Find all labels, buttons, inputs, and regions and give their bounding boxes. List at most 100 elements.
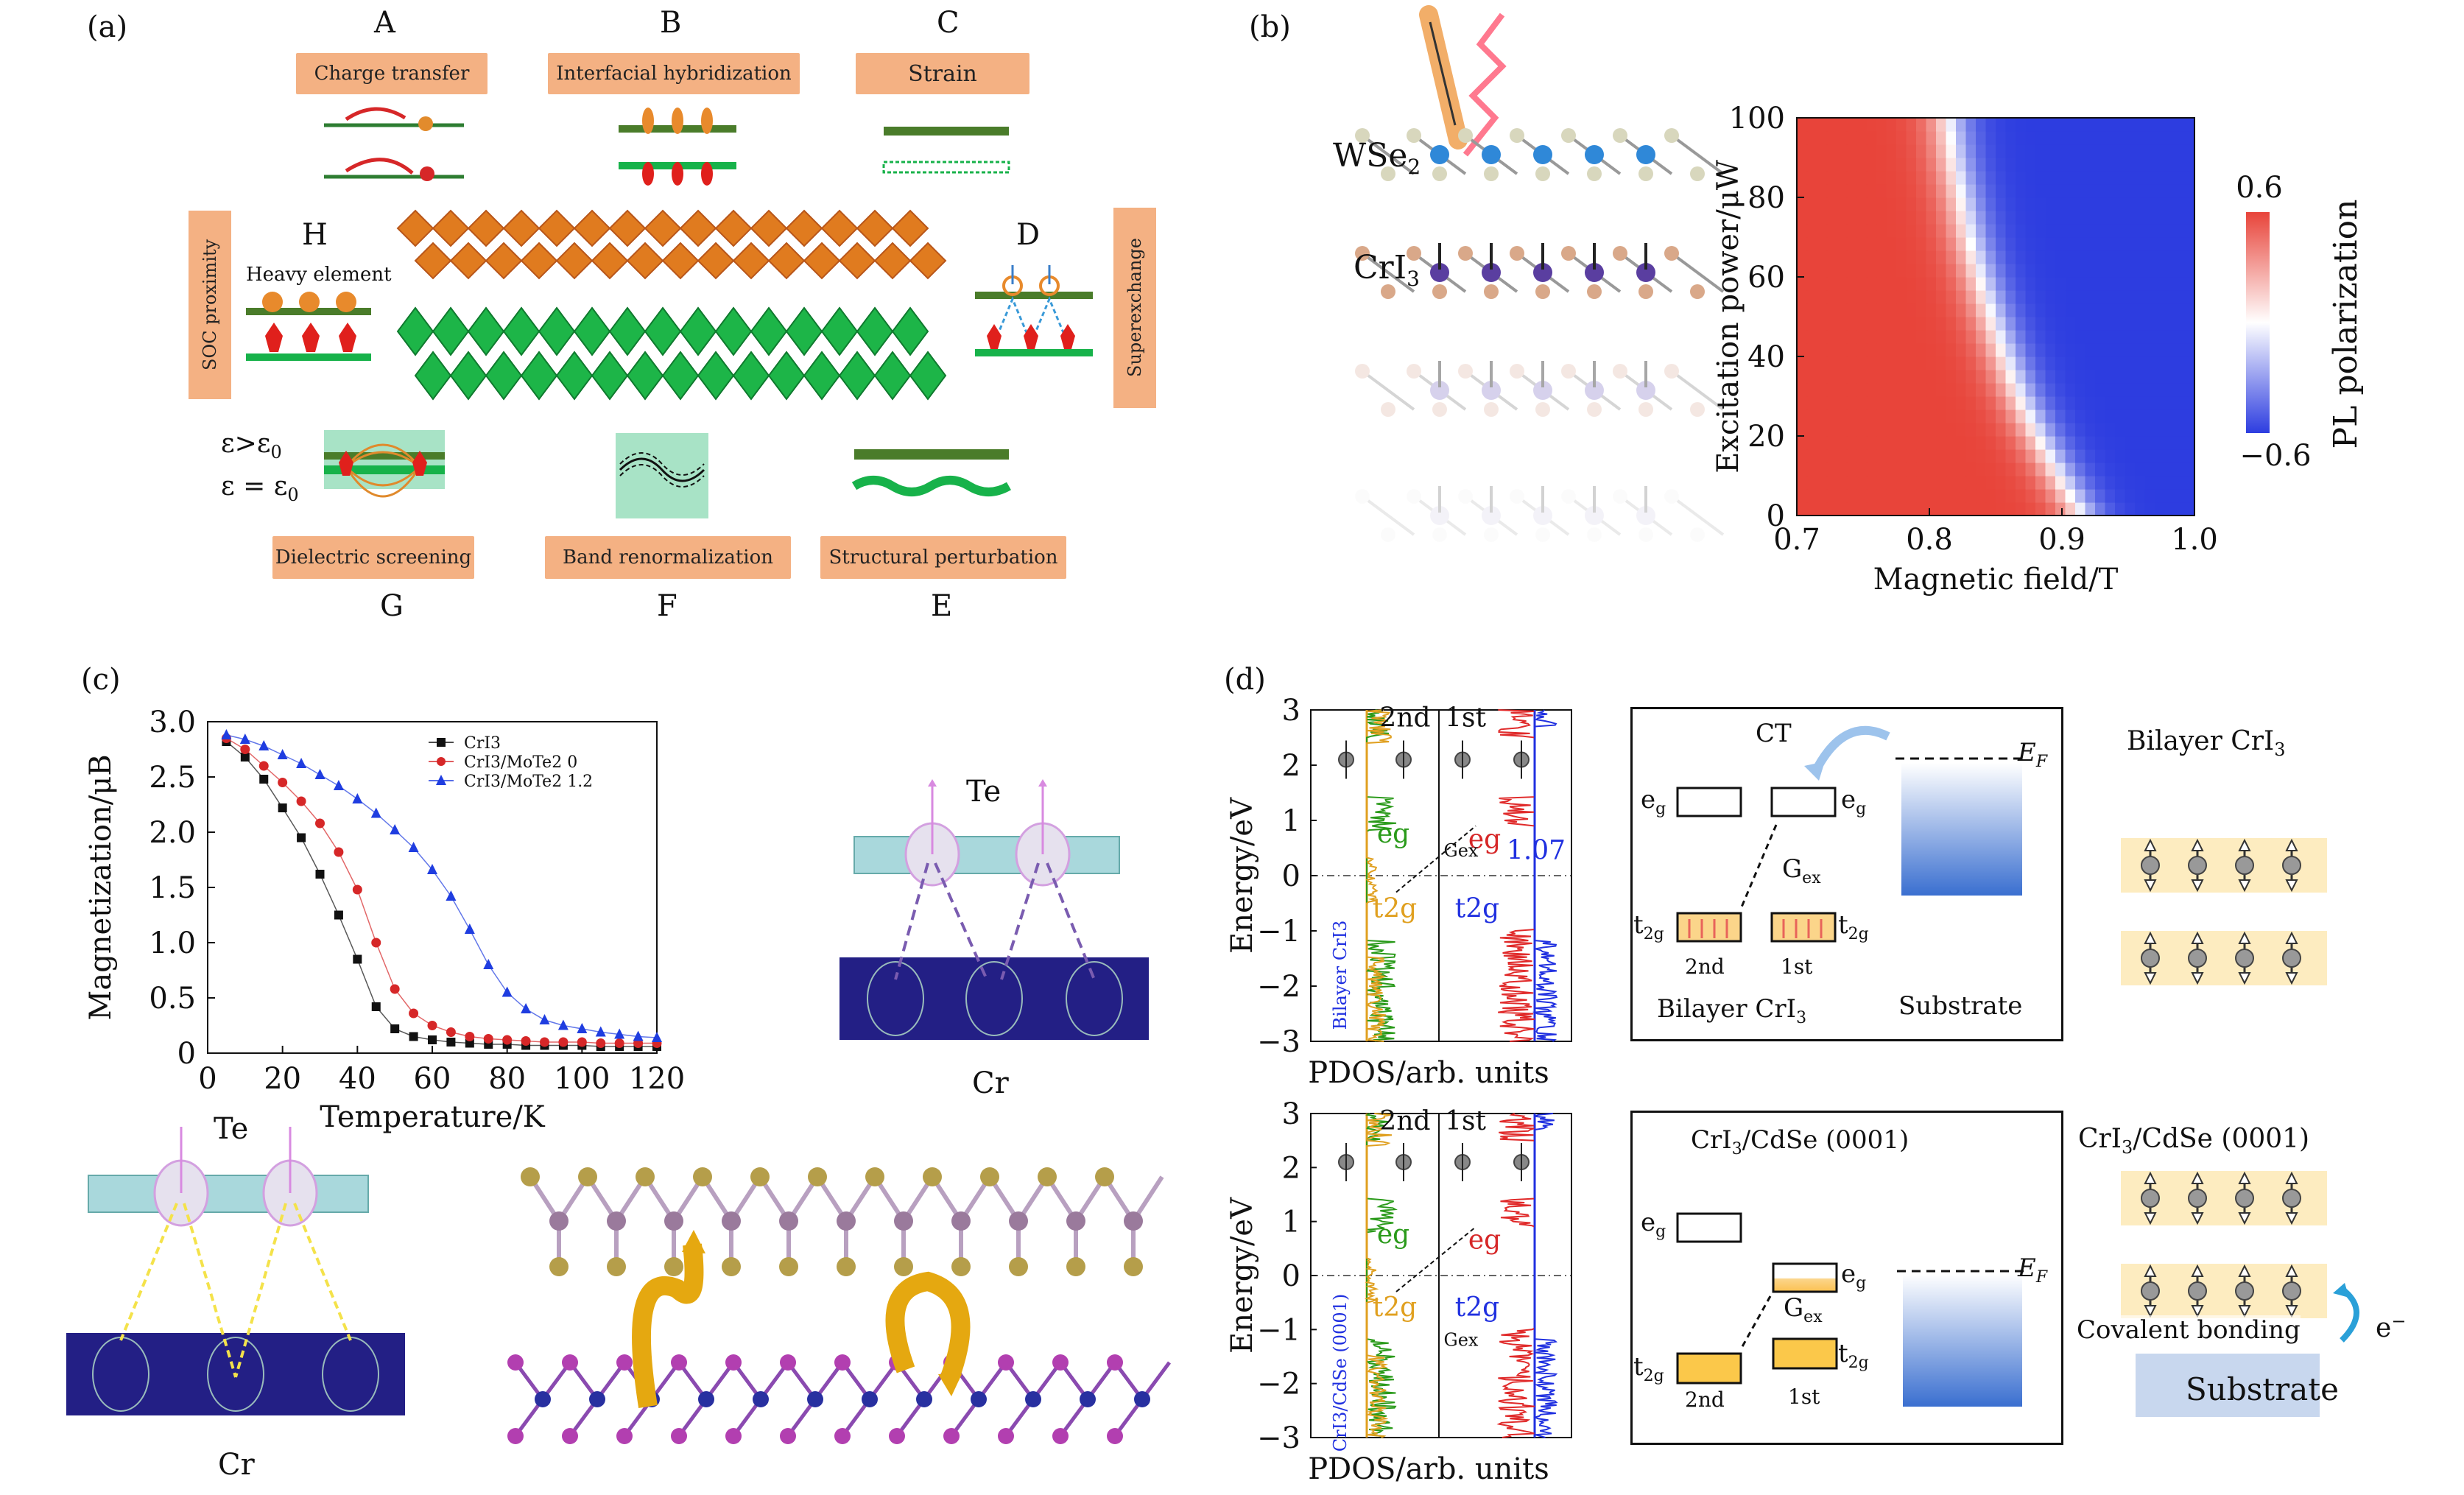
heatmap-cell (1946, 290, 1957, 304)
heatmap-cell (2016, 290, 2027, 304)
heatmap-cell (2095, 171, 2106, 185)
chalcogen-atom (1510, 128, 1524, 143)
heatmap-cell (1846, 184, 1857, 198)
chalcogen-atom (1664, 489, 1679, 504)
heatmap-cell (1896, 356, 1907, 370)
heatmap-cell (1826, 144, 1837, 158)
heatmap-cell (2075, 409, 2086, 423)
heatmap-cell (2144, 290, 2155, 304)
heatmap-cell (2135, 356, 2146, 370)
cr-atom (698, 1391, 714, 1407)
heatmap-cell (1846, 250, 1857, 264)
heatmap-cell (2065, 211, 2076, 225)
heatmap-cell (2105, 290, 2116, 304)
t2g-label-right-top: t2g (1838, 910, 1869, 943)
heatmap-cell (1936, 158, 1947, 172)
data-point (370, 807, 381, 818)
te-label-right: Te (966, 775, 1002, 809)
heatmap-cell (2025, 131, 2036, 145)
heatmap-cell (2065, 489, 2076, 503)
heatmap-cell (2085, 131, 2096, 145)
transition-arrow (1395, 825, 1476, 893)
heatmap-cell (2184, 211, 2195, 225)
x-tick-label: 100 (554, 1062, 610, 1096)
heatmap-cell (1965, 409, 1977, 423)
heatmap-cell (2164, 423, 2175, 437)
x-tick-label: 0.9 (2038, 523, 2085, 557)
heatmap-cell (2085, 118, 2096, 132)
heatmap-cell (1926, 476, 1937, 490)
heatmap-cell (2085, 330, 2096, 344)
heatmap-cell (2105, 423, 2116, 437)
spin-arrowtail (2191, 972, 2204, 985)
dos-curve (1365, 709, 1392, 1042)
metal-atom (1533, 145, 1552, 164)
spin-arrowhead (2191, 931, 2204, 944)
spin-arrowhead (2238, 1171, 2251, 1184)
heatmap-cell (1896, 171, 1907, 185)
heatmap-cell (2164, 462, 2175, 476)
heatmap-cell (1985, 211, 1996, 225)
data-point (352, 793, 363, 803)
spin-atom (2282, 1189, 2301, 1208)
heatmap-cell (2025, 449, 2036, 463)
orange-lattice-site (555, 242, 594, 280)
heatmap-cell (1797, 449, 1808, 463)
chalcogen-atom (1587, 402, 1602, 417)
heatmap-cell (2155, 330, 2166, 344)
x-axis-label: PDOS/arb. units (1308, 1452, 1549, 1486)
data-point (221, 729, 232, 739)
heatmap-cell (1866, 144, 1877, 158)
heatmap-cell (2184, 462, 2195, 476)
heatmap-cell (1866, 250, 1877, 264)
data-point (240, 753, 250, 761)
heatmap-cell (1817, 303, 1828, 317)
heatmap-cell (1886, 396, 1897, 410)
heatmap-cell (2045, 356, 2056, 370)
cr-atom (1134, 1391, 1150, 1407)
heatmap-cell (1896, 396, 1907, 410)
heatmap-cell (1936, 502, 1947, 516)
heatmap-cell (1826, 396, 1837, 410)
heatmap-cell (2035, 476, 2046, 490)
heatmap-cell (1856, 144, 1868, 158)
heatmap-cell (1985, 250, 1996, 264)
heatmap-cell (2175, 277, 2186, 291)
bond (1696, 153, 1725, 175)
green-lattice-site (714, 306, 753, 356)
heatmap-cell (1886, 330, 1897, 344)
heatmap-cell (2016, 158, 2027, 172)
heatmap-cell (1817, 118, 1828, 132)
heatmap-cell (1817, 423, 1828, 437)
heatmap-cell (2155, 383, 2166, 397)
heatmap-cell (2095, 370, 2106, 384)
heatmap-cell (2085, 224, 2096, 238)
bond (1387, 153, 1415, 175)
heatmap-cell (1906, 237, 1917, 251)
heatmap-cell (1826, 264, 1837, 278)
heatmap-cell (1837, 370, 1848, 384)
heatmap-cell (1916, 290, 1927, 304)
heatmap-cell (2115, 131, 2126, 145)
heatmap-cell (2025, 436, 2036, 450)
heatmap-cell (1806, 317, 1817, 331)
heatmap-cell (2175, 197, 2186, 211)
i-atom (998, 1354, 1014, 1371)
energy-levels-top (1676, 725, 2028, 943)
heatmap-cell (1996, 277, 2007, 291)
heatmap-cell (1866, 171, 1877, 185)
heatmap-cell (2184, 502, 2195, 516)
transition-arrow (1395, 1226, 1476, 1292)
heatmap-cell (1926, 436, 1937, 450)
orange-lattice-site (838, 242, 876, 280)
te-atom (1038, 1167, 1057, 1186)
heatmap-cell (1936, 343, 1947, 357)
heatmap-cell (2164, 158, 2175, 172)
heatmap-cell (1856, 489, 1868, 503)
heatmap-cell (1906, 290, 1917, 304)
heatmap-cell (2035, 502, 2046, 516)
heatmap-cell (1886, 171, 1897, 185)
heatmap-cell (2075, 356, 2086, 370)
heatmap-cell (1926, 396, 1937, 410)
heatmap-cell (2005, 449, 2016, 463)
